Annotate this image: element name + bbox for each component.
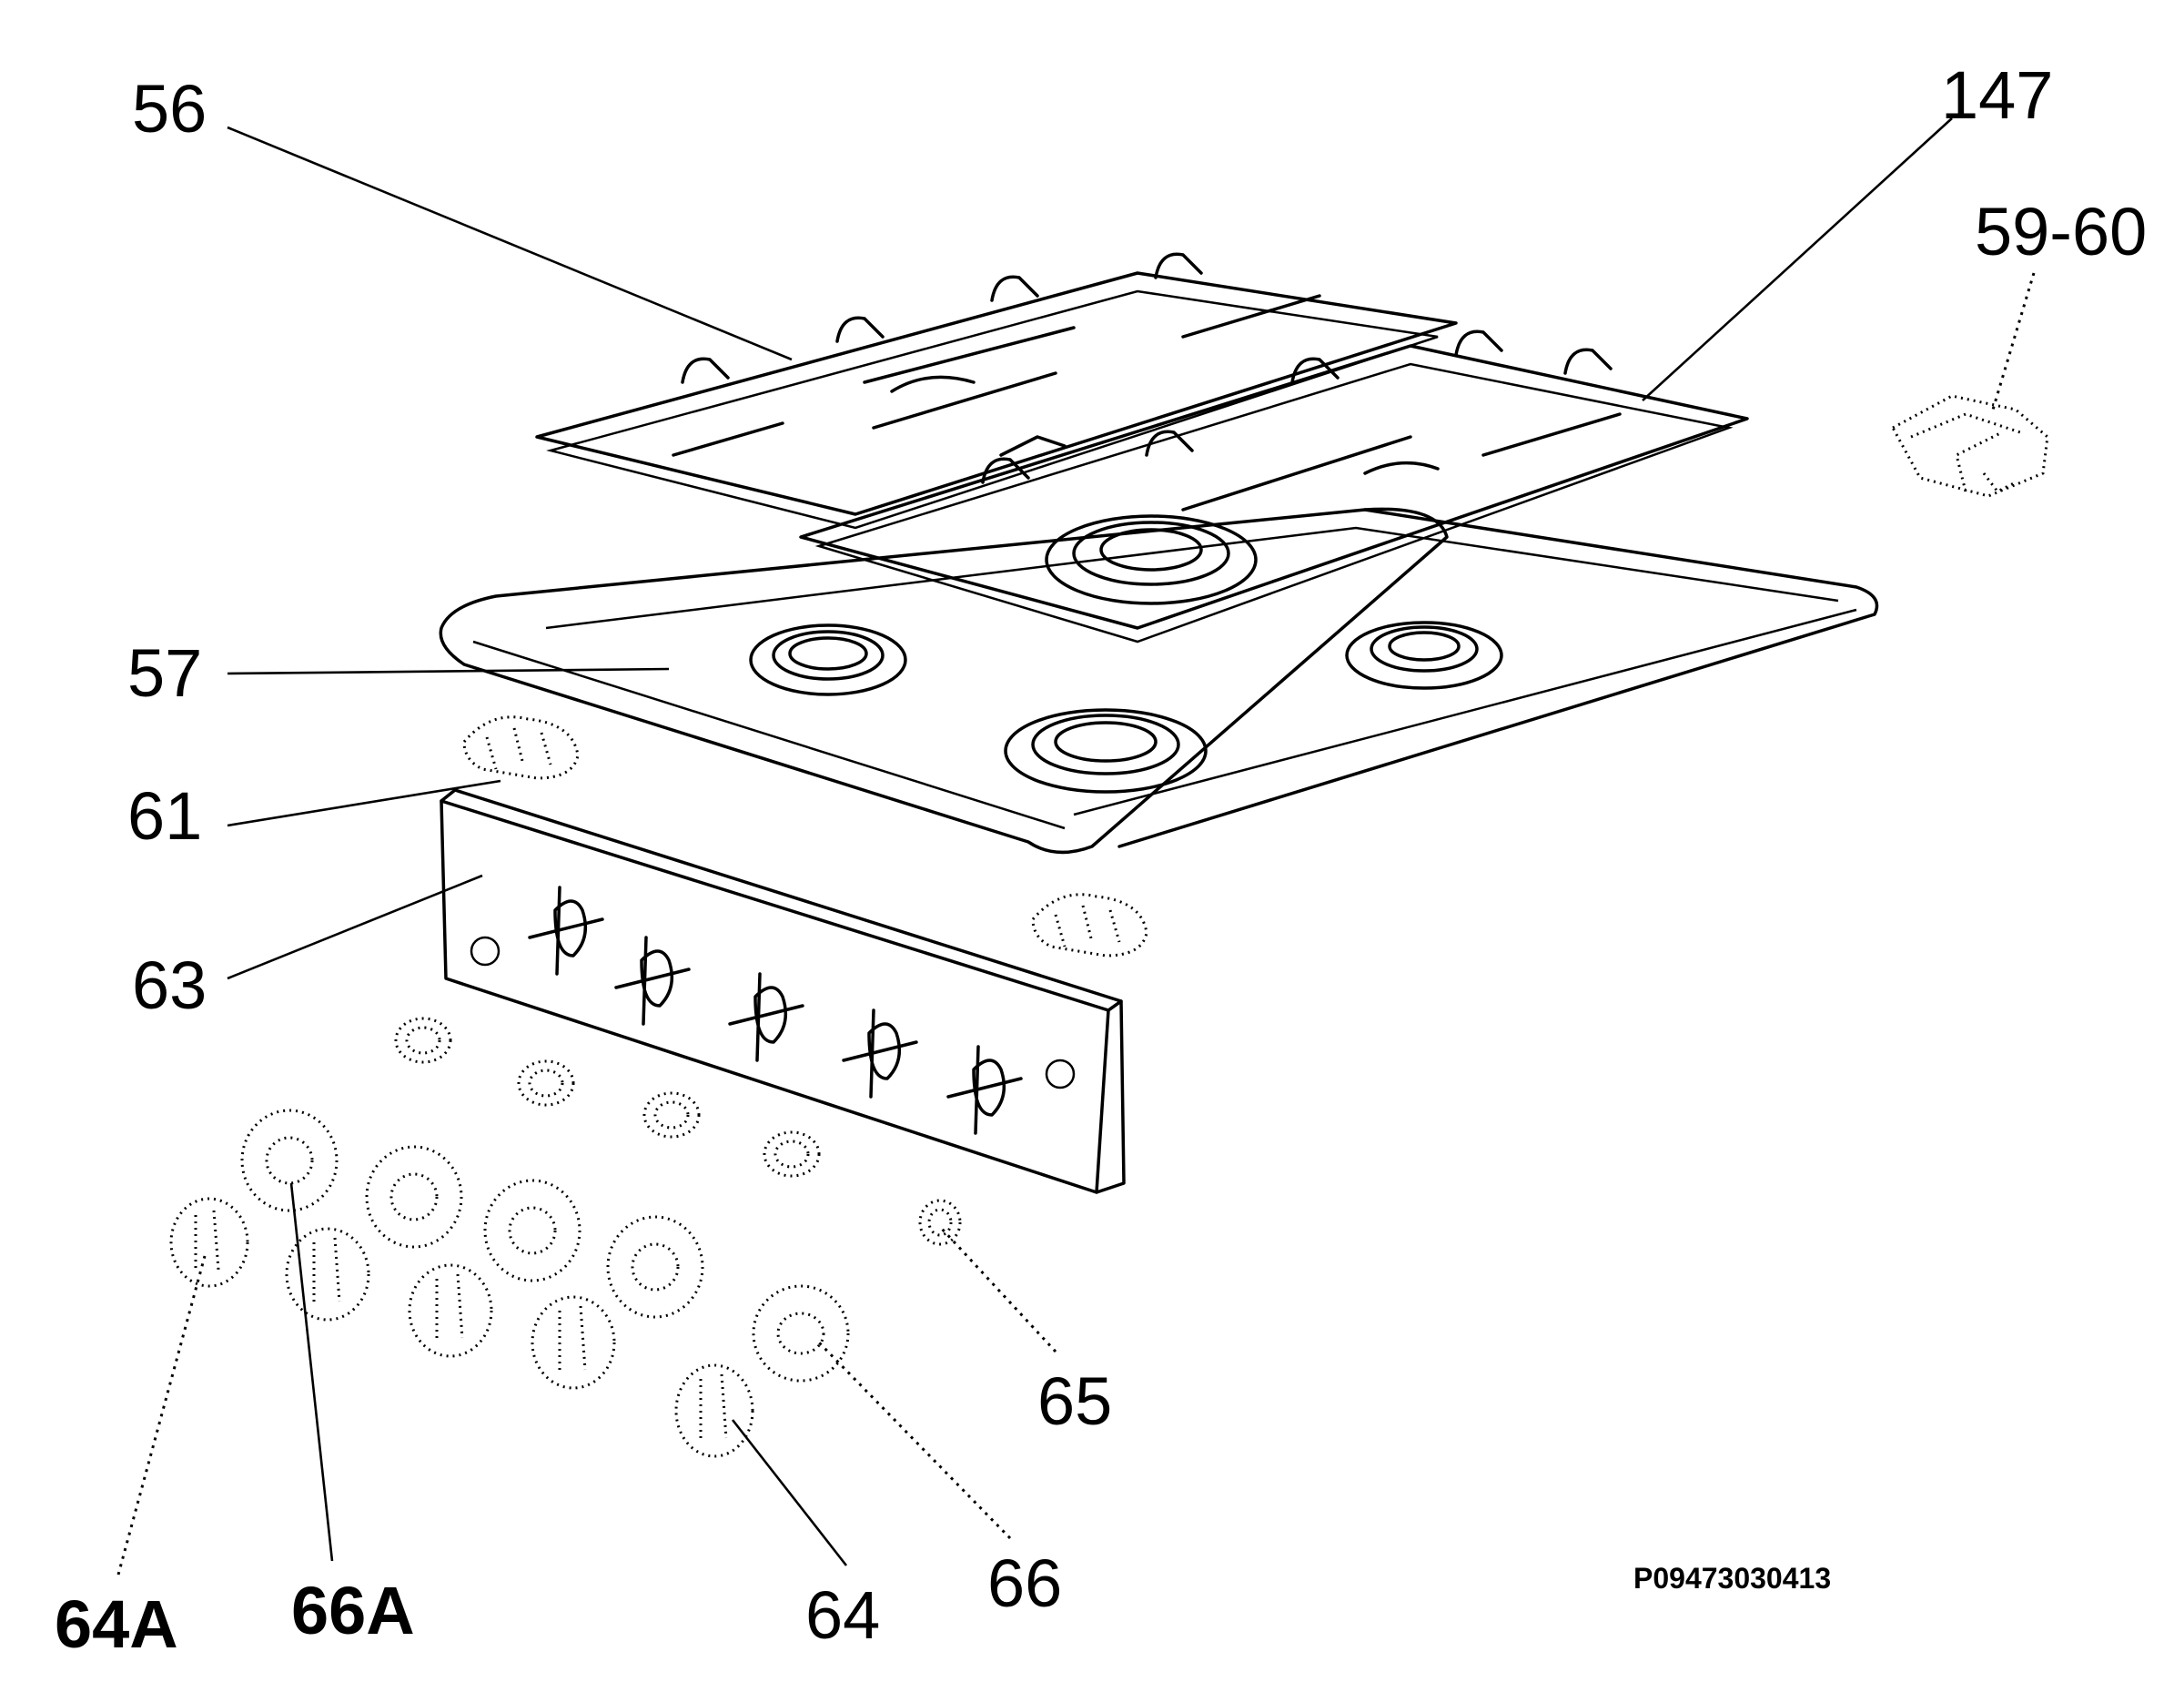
hob-top-plate xyxy=(439,507,1879,855)
fixing-clip-left xyxy=(462,715,580,780)
callout-57: 57 xyxy=(127,635,202,711)
callout-65: 65 xyxy=(1037,1363,1112,1439)
burner-left xyxy=(749,623,907,696)
burner-rear xyxy=(1045,514,1258,605)
control-panel xyxy=(440,788,1126,1194)
fixing-clip-right xyxy=(1031,893,1148,958)
burner-right xyxy=(1345,621,1503,690)
callout-59-60: 59-60 xyxy=(1975,194,2147,269)
callout-63: 63 xyxy=(132,947,207,1023)
pan-support-left xyxy=(535,252,1458,530)
pan-support-grids xyxy=(535,252,1749,643)
drawing-code: P09473030413 xyxy=(1633,1562,1831,1595)
callout-147: 147 xyxy=(1941,57,2053,133)
callout-66A: 66A xyxy=(291,1573,415,1648)
callout-56: 56 xyxy=(132,71,207,147)
knob-spindle-holes xyxy=(528,886,1023,1135)
callout-61: 61 xyxy=(127,778,202,854)
knob-bezels xyxy=(240,1109,850,1383)
callout-64A: 64A xyxy=(55,1586,178,1662)
pan-support-right xyxy=(799,329,1749,643)
callout-66: 66 xyxy=(987,1545,1062,1621)
callout-labels: 56 147 59-60 57 61 63 65 64A 66A 64 66 P… xyxy=(55,57,2147,1662)
callout-64: 64 xyxy=(805,1577,880,1653)
leader-lines xyxy=(116,117,2036,1576)
control-knobs xyxy=(169,1197,754,1458)
burner-front xyxy=(1004,708,1208,794)
springs xyxy=(394,1017,962,1246)
side-clip xyxy=(1890,394,2049,498)
